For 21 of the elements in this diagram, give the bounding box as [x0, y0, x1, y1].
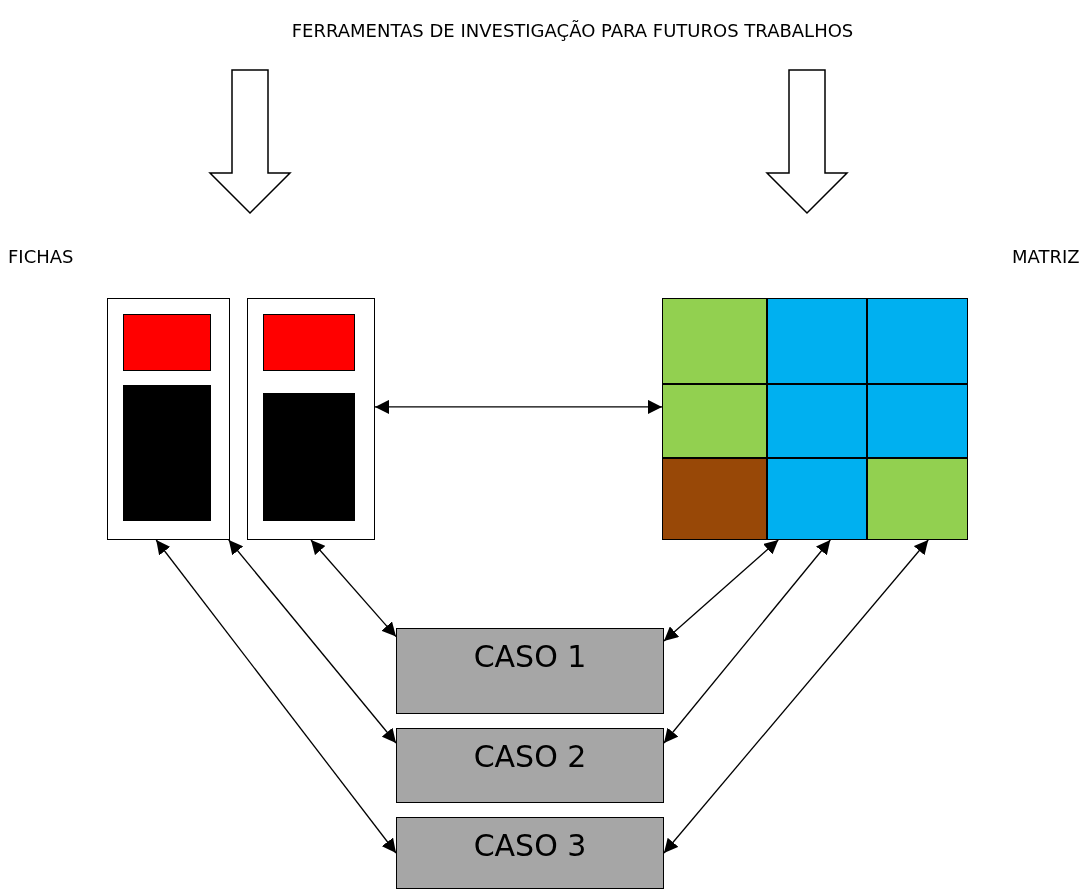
arrow [374, 399, 663, 414]
arrow [663, 539, 779, 642]
form-card-drawing [247, 298, 375, 540]
block-arrow [208, 69, 292, 215]
case-box [396, 817, 664, 889]
arrow [663, 539, 831, 744]
arrow [228, 539, 397, 744]
arrow [663, 539, 929, 854]
case-label: CASO 3 [472, 828, 588, 863]
section-label: MATRIZ [1012, 246, 1080, 267]
arrow [155, 539, 397, 854]
case-box [396, 728, 664, 803]
case-box [396, 628, 664, 714]
matrix-grid [662, 298, 968, 540]
section-label: FICHAS [8, 246, 74, 267]
title-text: FERRAMENTAS DE INVESTIGAÇÃO PARA FUTUROS TRABALHOS [290, 20, 855, 41]
block-arrow [765, 69, 849, 215]
arrow [310, 539, 397, 638]
case-label: CASO 2 [472, 739, 588, 774]
form-card-drawing [107, 298, 230, 540]
case-label: CASO 1 [472, 639, 588, 674]
